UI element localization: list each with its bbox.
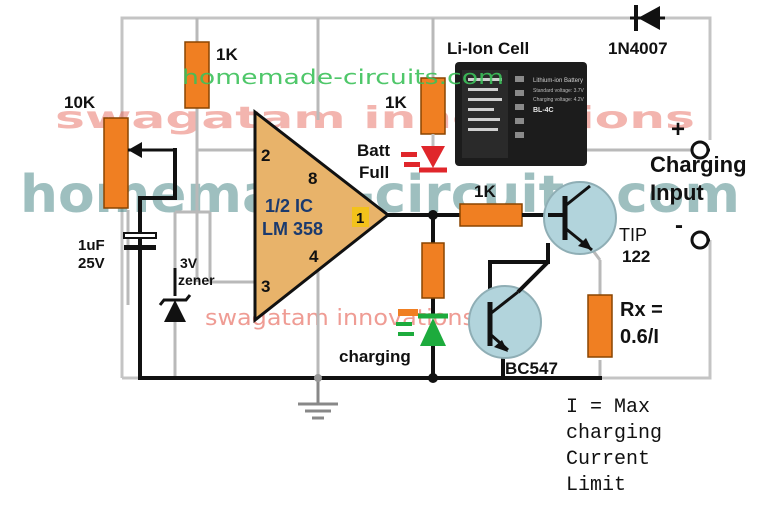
watermark-layer: homemade-circuits.com swagatam innovatio… xyxy=(20,101,740,331)
label-bc547: BC547 xyxy=(505,359,558,378)
label-resistor-1k-top: 1K xyxy=(216,45,238,64)
label-plus: + xyxy=(671,116,685,143)
watermark-author-top: swagatam innovations xyxy=(55,101,695,136)
cell-face-line2: Standard voltage: 3.7V xyxy=(533,88,585,94)
resistor-1k-base xyxy=(459,203,523,227)
resistor-divider xyxy=(421,242,445,299)
resistor-1k-top xyxy=(184,41,210,109)
input-terminals xyxy=(690,140,710,250)
label-zener-type: zener xyxy=(178,272,215,288)
label-minus: - xyxy=(675,212,683,239)
label-tip-line2: 122 xyxy=(622,247,650,266)
label-cap-voltage: 25V xyxy=(78,255,105,272)
note-line4: Limit xyxy=(566,474,626,497)
cell-face-line4: BL-4C xyxy=(533,107,554,114)
ground-symbol xyxy=(298,378,338,420)
current-limit-note: I = Max charging Current Limit xyxy=(566,396,662,497)
label-tip-line1: TIP xyxy=(619,225,647,245)
label-input-1: Charging xyxy=(650,152,747,177)
label-ic-pin8: 8 xyxy=(308,169,317,188)
led-batt-full xyxy=(401,146,447,173)
label-cap-value: 1uF xyxy=(78,237,105,254)
cell-face-line3: Charging voltage: 4.2V xyxy=(533,97,585,103)
label-cell: Li-Ion Cell xyxy=(447,39,529,58)
label-pot-10k: 10K xyxy=(64,93,96,112)
note-line2: charging xyxy=(566,422,662,445)
label-zener-value: 3V xyxy=(180,255,198,271)
cell-face-line1: Lithium-ion Battery xyxy=(533,78,583,84)
potentiometer-10k xyxy=(103,117,175,209)
label-ic-name: 1/2 IC xyxy=(265,196,313,216)
label-resistor-1k-led: 1K xyxy=(385,93,407,112)
label-led-full-1: Batt xyxy=(357,141,390,160)
transistor-tip122 xyxy=(543,181,617,255)
capacitor-1uf xyxy=(123,232,157,250)
label-resistor-1k-base: 1K xyxy=(474,182,496,201)
label-led-full-2: Full xyxy=(359,163,389,182)
opamp-lm358 xyxy=(253,108,391,324)
label-rx-2: 0.6/I xyxy=(620,326,659,348)
ic-pin1-marker xyxy=(352,207,369,227)
resistor-rx xyxy=(587,294,613,358)
label-ic-pin1: 1 xyxy=(356,210,364,227)
label-rx-1: Rx = xyxy=(620,299,663,321)
label-ic-pin2: 2 xyxy=(261,146,270,165)
note-line1: I = Max xyxy=(566,396,650,419)
label-ic-pin3: 3 xyxy=(261,277,270,296)
label-input-2: Input xyxy=(650,180,704,205)
junction-dots xyxy=(314,210,438,383)
note-line3: Current xyxy=(566,448,650,471)
li-ion-cell-image: Lithium-ion Battery Standard voltage: 3.… xyxy=(455,62,587,166)
watermark-site-small: homemade-circuits.com xyxy=(182,65,504,89)
led-charging xyxy=(396,313,448,346)
resistor-1k-led xyxy=(420,77,446,135)
charging-marker xyxy=(398,309,418,316)
transistor-bc547 xyxy=(468,260,550,359)
zener-diode-3v xyxy=(158,268,192,322)
black-wires xyxy=(138,148,602,380)
label-ic-pin4: 4 xyxy=(309,247,319,266)
label-led-charging: charging xyxy=(339,347,411,366)
label-ic-part: LM 358 xyxy=(262,219,323,239)
label-diode: 1N4007 xyxy=(608,39,668,58)
diode-1n4007 xyxy=(630,5,665,31)
